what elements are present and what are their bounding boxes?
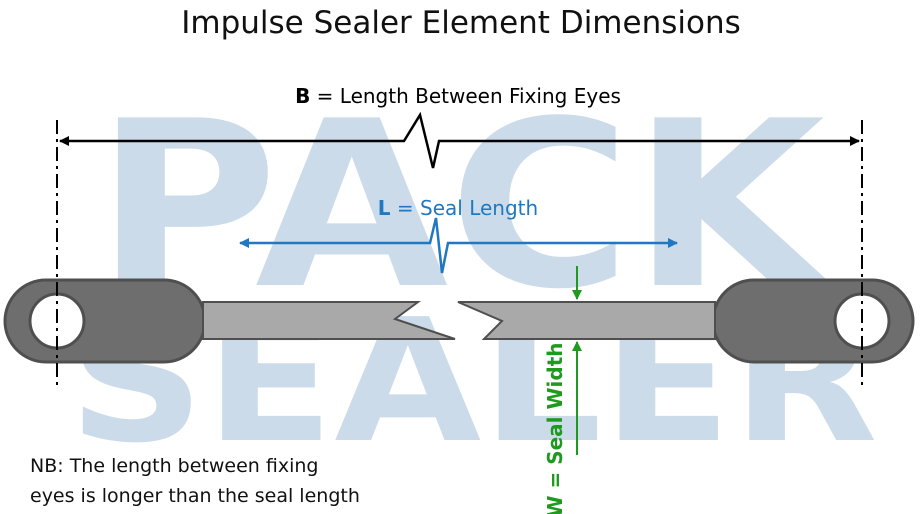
element-strip-right (457, 301, 716, 340)
l-dimension-label: L = Seal Length (378, 196, 538, 220)
note-line-1: NB: The length between fixing (30, 455, 318, 477)
w-dimension-label: W = Seal Width (543, 342, 567, 514)
l-symbol: L (378, 196, 391, 220)
l-dimension-arrow (239, 217, 678, 274)
b-description: = Length Between Fixing Eyes (310, 84, 621, 108)
b-dimension-arrow (59, 111, 860, 169)
watermark-line1: PACK (95, 73, 833, 340)
note-line-2: eyes is longer than the seal length (30, 485, 360, 507)
element-strip-left (202, 301, 456, 340)
b-symbol: B (295, 84, 310, 108)
l-description: = Seal Length (391, 196, 539, 220)
b-dimension-label: B = Length Between Fixing Eyes (295, 84, 621, 108)
diagram-title: Impulse Sealer Element Dimensions (181, 5, 741, 41)
